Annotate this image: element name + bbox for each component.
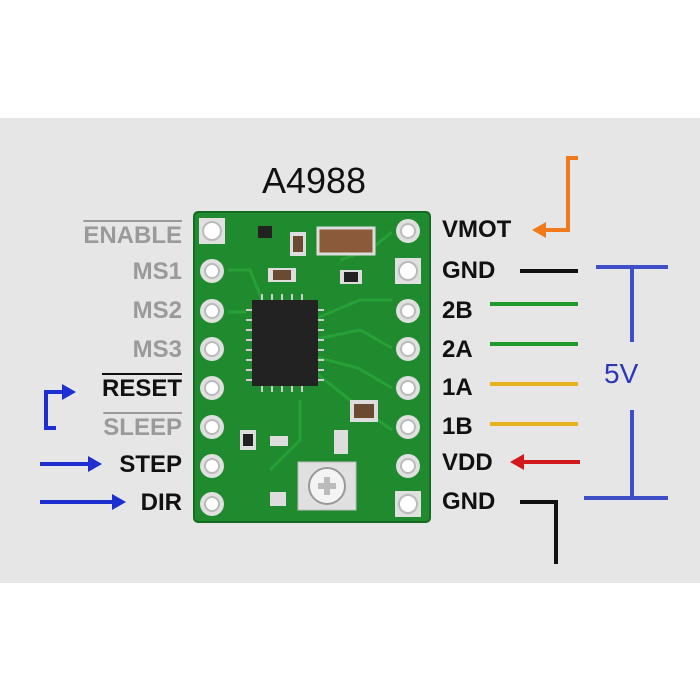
pin-label-ms2: MS2: [132, 297, 182, 324]
vmot-arrow: [532, 222, 546, 238]
vdd-arrow: [510, 454, 524, 470]
pin-label-2a: 2A: [442, 336, 473, 363]
pin-label-ms3: MS3: [132, 336, 182, 363]
pin-label-1b: 1B: [442, 413, 473, 440]
smd-component: [270, 436, 288, 446]
pin-label-dir: DIR: [140, 489, 182, 516]
potentiometer: [297, 461, 357, 511]
capacitor: [316, 226, 376, 256]
header-pins: [199, 218, 421, 517]
pin-label-vdd: VDD: [442, 449, 493, 476]
pin-label-2b: 2B: [442, 297, 473, 324]
a4988-chip: [252, 300, 318, 386]
smd-component: [270, 492, 286, 506]
pin-label-gnd-bottom: GND: [442, 488, 496, 515]
pin-label-gnd-top: GND: [442, 257, 496, 284]
supply-voltage-label: 5V: [604, 358, 639, 389]
reset-arrow: [62, 384, 76, 400]
smd-component: [258, 226, 272, 238]
chip-title: A4988: [261, 160, 367, 201]
pin-label-sleep: SLEEP: [103, 414, 182, 441]
pin-label-enable: ENABLE: [83, 222, 182, 249]
a4988-board: [193, 211, 431, 523]
pin-label-1a: 1A: [442, 374, 473, 401]
reset-sleep-link: [44, 390, 62, 430]
pin-label-vmot: VMOT: [442, 216, 512, 243]
pin-label-reset: RESET: [101, 375, 182, 402]
gnd-wire-bottom: [520, 500, 558, 564]
dir-arrow: [112, 494, 126, 510]
pin-label-step: STEP: [119, 451, 182, 478]
pin-label-ms1: MS1: [132, 258, 182, 285]
vmot-wire: [540, 156, 578, 232]
step-arrow: [88, 456, 102, 472]
5v-bracket: [584, 265, 668, 500]
smd-component: [334, 430, 348, 454]
